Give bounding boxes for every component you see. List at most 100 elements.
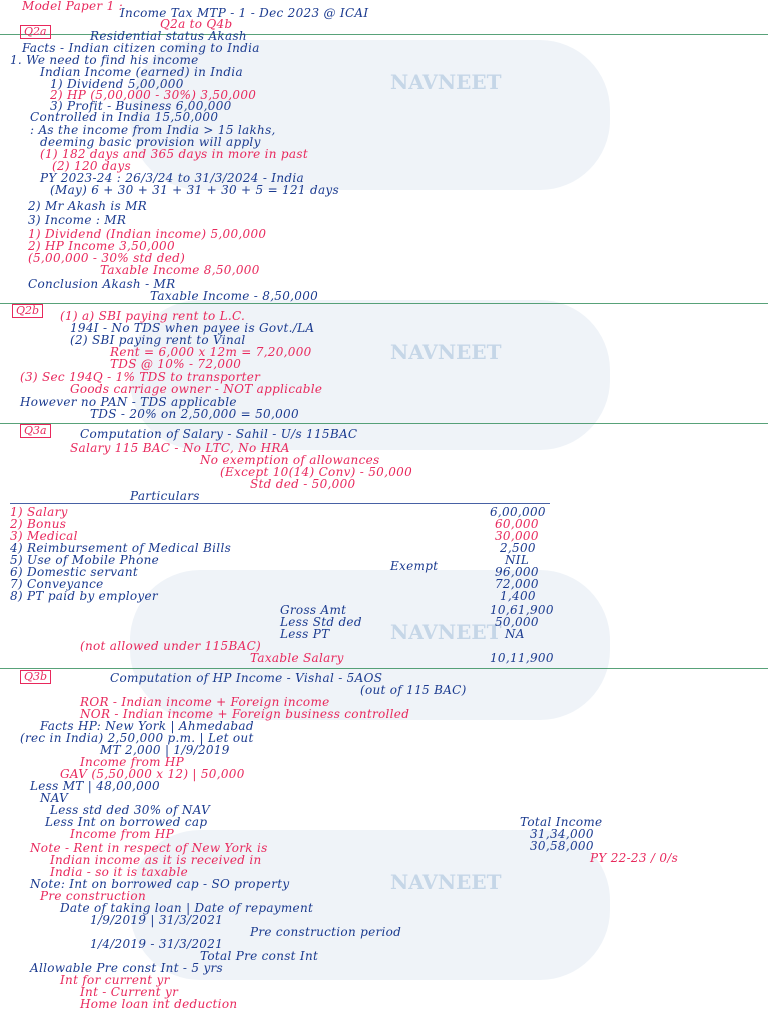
note-line: GAV (5,50,000 x 12) | 50,000 [60,767,245,781]
note-line: Total Pre const Int [200,949,319,963]
note-line: (out of 115 BAC) [360,683,467,697]
table-cell: 3) Medical [10,529,78,543]
note-line: Salary 115 BAC - No LTC, No HRA [70,441,290,455]
note-line: 2) Mr Akash is MR [28,199,147,213]
total-amount: 10,61,900 [490,603,554,617]
note-line: Date of taking loan | Date of repayment [60,901,314,915]
note-line: India - so it is taxable [50,865,189,879]
note-line: Facts HP: New York | Ahmedabad [40,719,254,733]
total-label: Taxable Salary [250,651,344,665]
note-line: MT 2,000 | 1/9/2019 [100,743,230,757]
page-title: Model Paper 1 : [22,0,123,13]
note-line: TDS - 20% on 2,50,000 = 50,000 [90,407,299,421]
total-amount: 50,000 [495,615,539,629]
table-cell: 5) Use of Mobile Phone [10,553,160,567]
section-divider [0,668,768,669]
note-line: Conclusion Akash - MR [28,277,176,291]
watermark-text: NAVNEET [390,70,502,94]
table-rule [10,503,550,504]
note-line: Indian Income (earned) in India [40,65,243,79]
total-amount: 10,11,900 [490,651,554,665]
note-line: 1/9/2019 | 31/3/2021 [90,913,224,927]
note-line: Std ded - 50,000 [250,477,356,491]
section-tag: Q3a [20,424,51,438]
total-note: (not allowed under 115BAC) [80,639,262,653]
note-line: NAV [40,791,69,805]
note-line: Less std ded 30% of NAV [50,803,211,817]
note-line: No exemption of allowances [200,453,380,467]
note-line: Computation of Salary - Sahil - U/s 115B… [80,427,358,441]
section-tag: Q2a [20,25,51,39]
note-line: Pre construction [40,889,146,903]
note-line: Controlled in India 15,50,000 [30,110,219,124]
note-line: Int - Current yr [80,985,179,999]
note-line: Income from HP [70,827,175,841]
note-line: 1/4/2019 - 31/3/2021 [90,937,224,951]
note-line: Allowable Pre const Int - 5 yrs [30,961,224,975]
note-line: Indian income as it is received in [50,853,262,867]
note-line: 3) Profit - Business 6,00,000 [50,99,232,113]
section-tag: Q3b [20,670,52,684]
note-line: Home loan int deduction [80,997,238,1011]
total-income-label: Total Income [520,815,603,829]
total-amount: NA [505,627,525,641]
total-label: Less Std ded [280,615,362,629]
total-income-amount: 31,34,000 [530,827,594,841]
note-line: deeming basic provision will apply [40,135,261,149]
table-cell: 6) Domestic servant [10,565,138,579]
watermark-blob [130,300,610,450]
amount-cell: 96,000 [495,565,539,579]
page-subtitle: Income Tax MTP - 1 - Dec 2023 @ ICAI [120,6,369,20]
note-line: 1. We need to find his income [10,53,199,67]
note-line: (rec in India) 2,50,000 p.m. | Let out [20,731,254,745]
note-line: 3) Income : MR [28,213,127,227]
note-line: Less MT | 48,00,000 [30,779,160,793]
table-cell: 1) Salary [10,505,68,519]
watermark-blob [130,830,610,980]
table-cell: 7) Conveyance [10,577,104,591]
note-line: (May) 6 + 30 + 31 + 31 + 30 + 5 = 121 da… [50,183,339,197]
amount-cell: NIL [505,553,530,567]
note-line: ROR - Indian income + Foreign income [80,695,330,709]
note-line: Computation of HP Income - Vishal - 5AOS [110,671,383,685]
note-line: NOR - Indian income + Foreign business c… [80,707,410,721]
amount-cell: 72,000 [495,577,539,591]
note-line: Income from HP [80,755,185,769]
note-line: Rent = 6,000 x 12m = 7,20,000 [110,345,312,359]
note-line: TDS @ 10% - 72,000 [110,357,242,371]
section-divider [0,423,768,424]
note-line: However no PAN - TDS applicable [20,395,237,409]
note-line: 194I - No TDS when payee is Govt./LA [70,321,315,335]
total-income-alt: 30,58,000 [530,839,594,853]
note-line: (1) 182 days and 365 days in more in pas… [40,147,308,161]
note-line: (2) SBI paying rent to Vinal [70,333,246,347]
note-line: (2) 120 days [52,159,131,173]
note-line: 2) HP (5,00,000 - 30%) 3,50,000 [50,88,257,102]
table-header: Particulars [130,489,200,503]
note-line: Pre construction period [250,925,402,939]
note-line: Taxable Income 8,50,000 [100,263,260,277]
note-line: Int for current yr [60,973,170,987]
watermark-blob [130,40,610,190]
note-line: Taxable Income - 8,50,000 [150,289,319,303]
section-tag: Q2b [12,304,44,318]
question-range: Q2a to Q4b [160,17,233,31]
exempt-label: Exempt [390,559,439,573]
note-line: (Except 10(14) Conv) - 50,000 [220,465,413,479]
note-line: Less Int on borrowed cap [45,815,208,829]
watermark-text: NAVNEET [390,870,502,894]
section-divider [0,303,768,304]
watermark-blob [130,570,610,720]
note-line: 2) HP Income 3,50,000 [28,239,175,253]
amount-cell: 1,400 [500,589,536,603]
note-line: (3) Sec 194Q - 1% TDS to transporter [20,370,261,384]
amount-cell: 2,500 [500,541,536,555]
table-cell: 8) PT paid by employer [10,589,158,603]
note-line: (5,00,000 - 30% std ded) [28,251,186,265]
note-line: (1) a) SBI paying rent to L.C. [60,309,246,323]
amount-cell: 60,000 [495,517,539,531]
side-note: PY 22-23 / 0/s [590,851,679,865]
note-line: : As the income from India > 15 lakhs, [30,123,276,137]
watermark-text: NAVNEET [390,620,502,644]
